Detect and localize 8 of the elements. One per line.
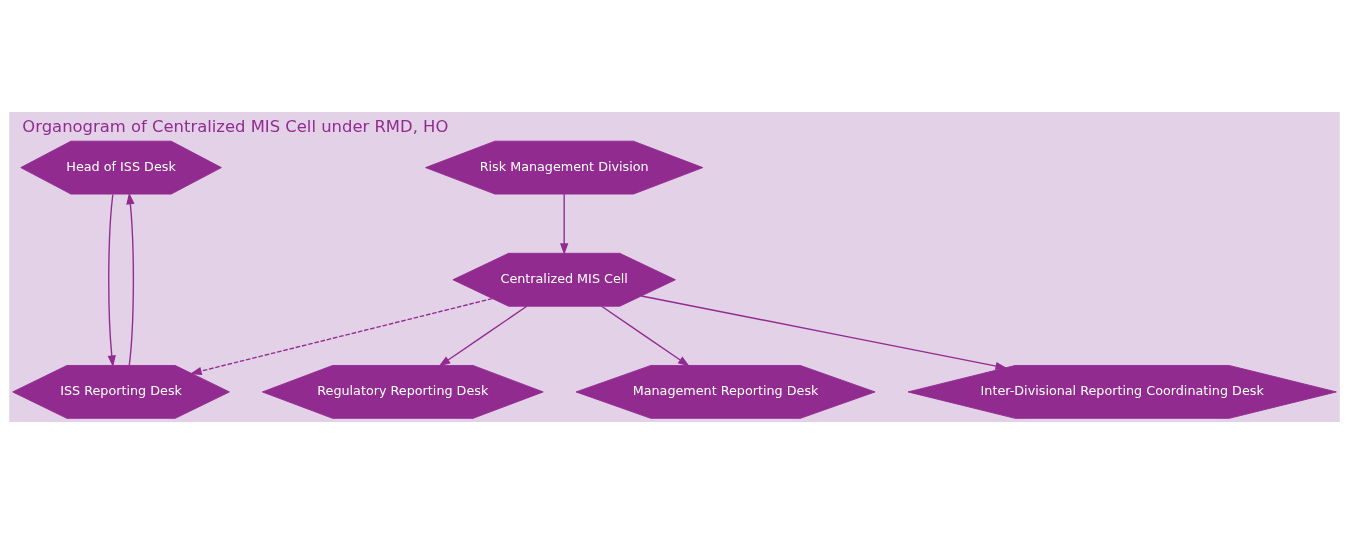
arrow bbox=[600, 305, 690, 367]
arrow bbox=[438, 305, 528, 367]
arrow bbox=[560, 192, 569, 255]
arrow bbox=[189, 297, 493, 375]
diagram-title: Organogram of Centralized MIS Cell under RMD, HO bbox=[22, 116, 449, 136]
arrow bbox=[640, 294, 1008, 370]
arrow bbox=[107, 193, 116, 367]
arrow bbox=[126, 191, 135, 366]
